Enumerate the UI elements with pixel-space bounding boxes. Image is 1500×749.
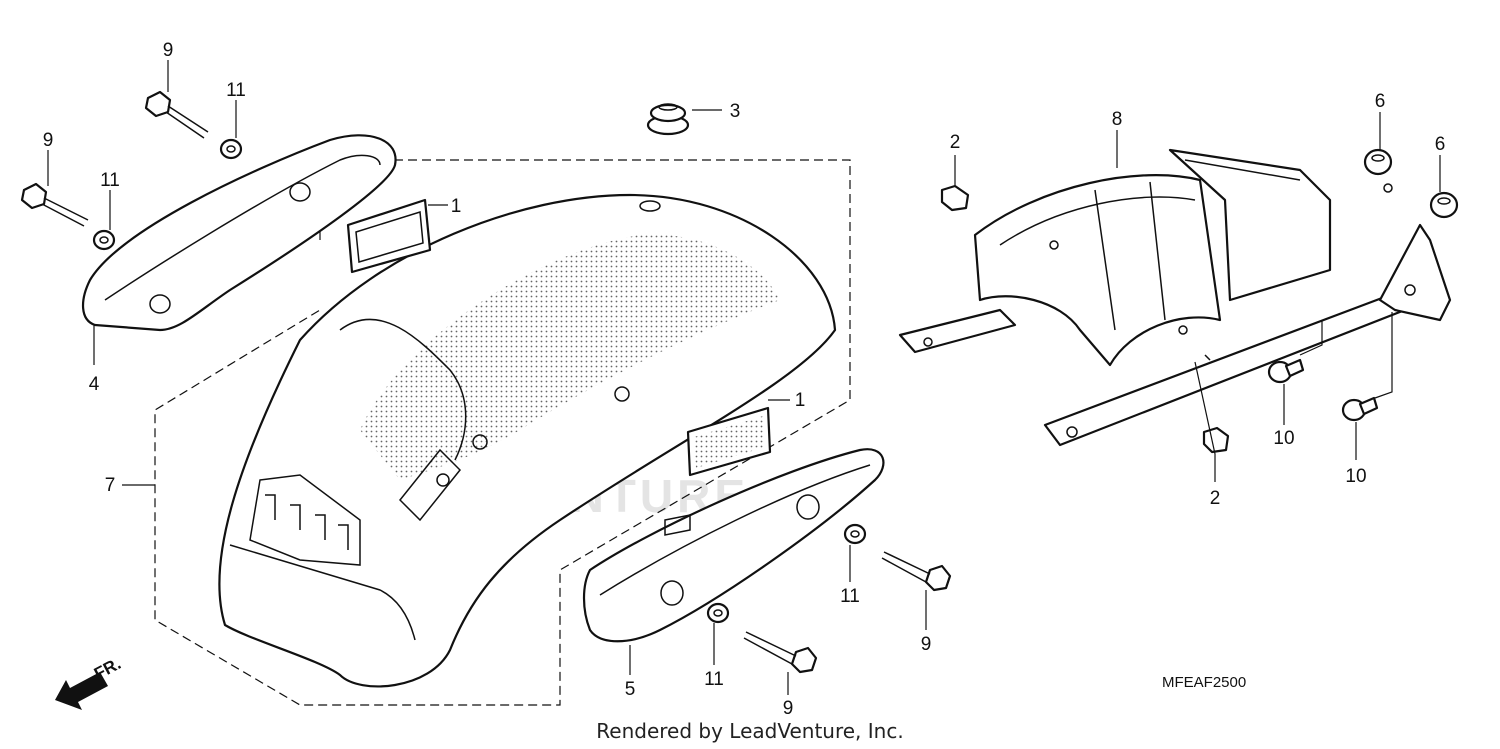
callout-11: 11 (226, 80, 246, 101)
reflector-top (346, 198, 432, 274)
callout-2: 2 (950, 132, 961, 153)
grommet-6a (1363, 148, 1393, 176)
callout-11: 11 (840, 586, 860, 607)
bolt-9a (144, 90, 209, 139)
callout-1: 1 (451, 196, 462, 217)
callout-5: 5 (625, 679, 636, 700)
clip-2a (940, 184, 970, 212)
callout-3: 3 (730, 101, 741, 122)
clip-2b (1202, 426, 1230, 454)
washer-11c (843, 523, 867, 545)
washer-11d (706, 602, 730, 624)
callout-6: 6 (1375, 91, 1386, 112)
diagram-code: MFEAF2500 (1162, 674, 1246, 691)
callout-1: 1 (795, 390, 806, 411)
callout-8: 8 (1112, 109, 1123, 130)
grab-rail-left (82, 134, 397, 332)
grommet-3 (646, 103, 690, 136)
callout-9: 9 (163, 40, 174, 61)
callout-6: 6 (1435, 134, 1446, 155)
front-direction-indicator: FR. (55, 654, 124, 710)
callout-7: 7 (105, 475, 116, 496)
callout-9: 9 (921, 634, 932, 655)
callout-4: 4 (89, 374, 100, 395)
grab-rail-right (582, 448, 885, 643)
callout-2: 2 (1210, 488, 1221, 509)
leader-lines (47, 60, 1441, 695)
bolt-9c (881, 551, 952, 592)
callout-11: 11 (100, 170, 120, 191)
callout-10: 10 (1273, 428, 1294, 449)
fender-group-outline (154, 159, 851, 706)
washer-11b (92, 229, 116, 251)
callout-9: 9 (783, 698, 794, 719)
rear-fender (218, 193, 837, 688)
callout-labels: 9 11 9 11 4 3 1 1 7 5 11 9 11 9 2 8 6 6 … (43, 40, 1446, 719)
credit-line: Rendered by LeadVenture, Inc. (596, 719, 903, 743)
washer-11a (219, 138, 243, 160)
callout-11: 11 (704, 669, 724, 690)
reflector-side (686, 406, 772, 477)
grommet-6b (1429, 191, 1459, 219)
bolt-9b (20, 182, 89, 227)
callout-9: 9 (43, 130, 54, 151)
bolt-9d (743, 631, 818, 674)
screw-10b (1341, 396, 1379, 422)
arrow-left-down-icon (55, 672, 108, 710)
callout-10: 10 (1345, 466, 1366, 487)
fender-bracket (898, 148, 1452, 447)
screw-10a (1267, 358, 1305, 384)
